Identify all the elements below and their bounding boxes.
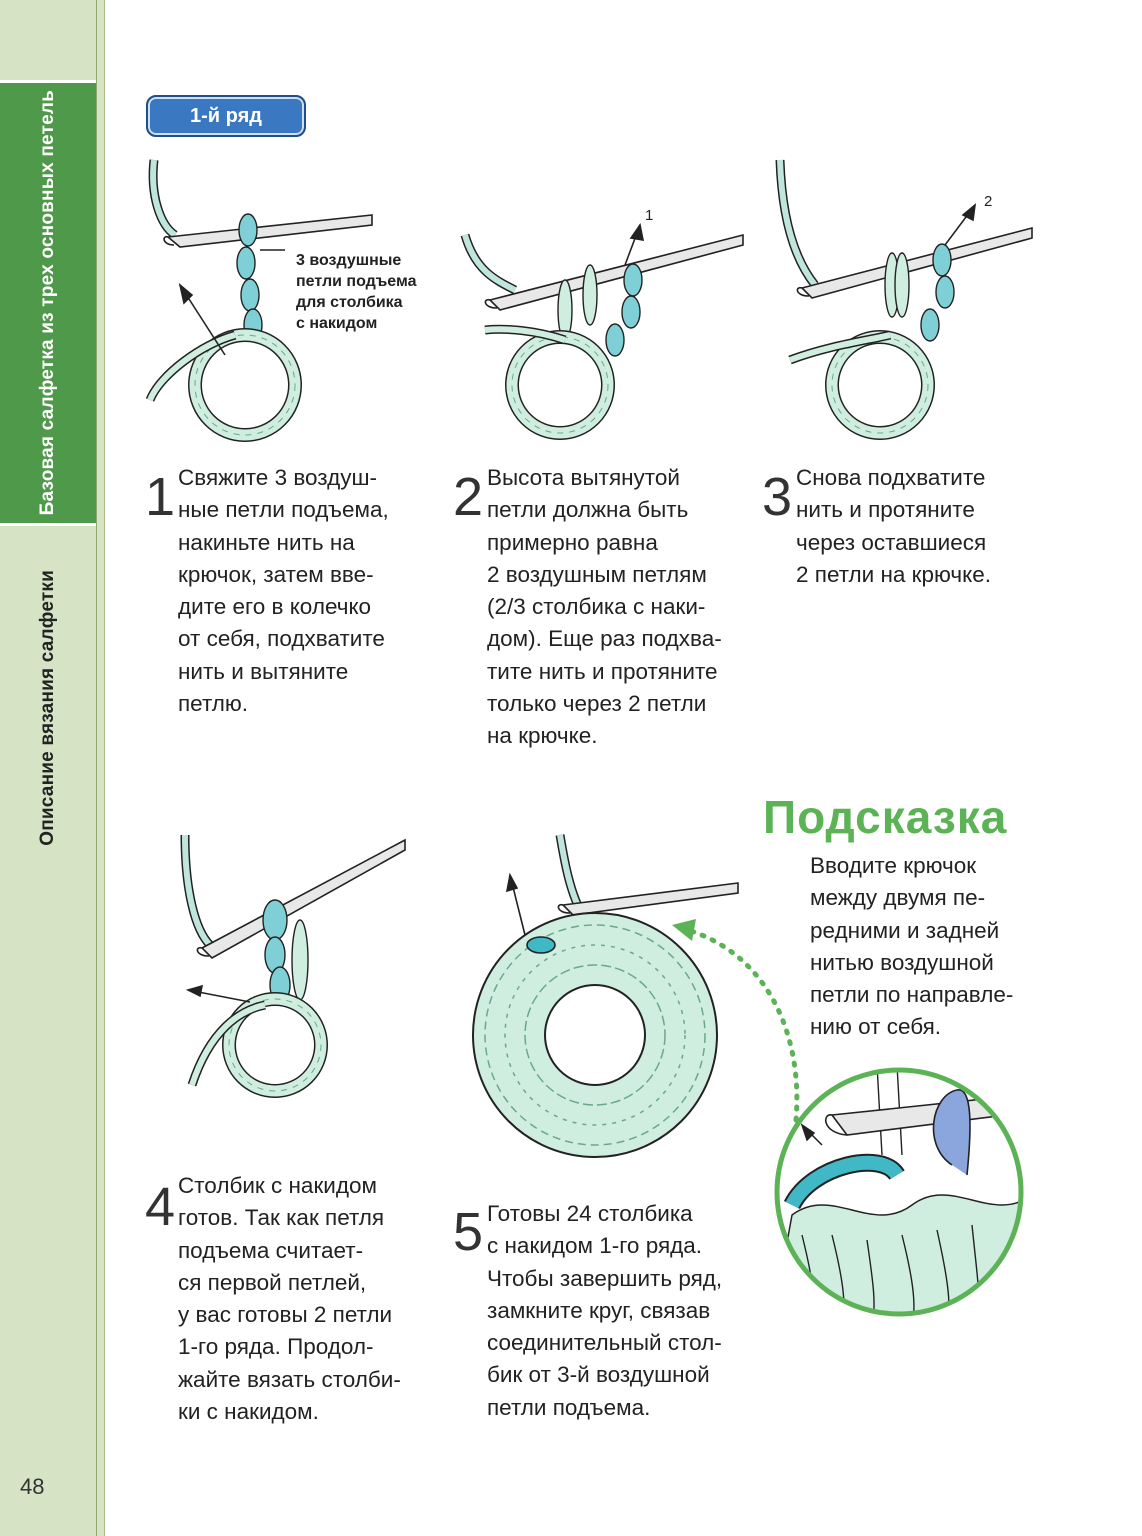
callout-chain-label: 3 воздушные петли подъема для столбика с… — [296, 252, 417, 332]
step-number-1: 1 — [145, 467, 176, 527]
hint-pointer-arrow — [672, 919, 800, 1123]
chapter-tab-active[interactable]: Базовая салфетка из трех основных петель — [0, 80, 96, 526]
illustration-step-5 — [472, 834, 739, 1158]
step-number-4: 4 — [145, 1177, 176, 1237]
step-number-3: 3 — [762, 467, 793, 527]
arrow-label-2: 2 — [984, 193, 993, 210]
chapter-tab-section[interactable]: Описание вязания салфетки — [0, 528, 96, 888]
illustration-step-2 — [460, 222, 744, 440]
margin-rule — [96, 0, 97, 1536]
illustration-step-3 — [775, 159, 1033, 440]
row-badge: 1-й ряд — [146, 95, 306, 137]
step-number-2: 2 — [453, 467, 484, 527]
chapter-tab-active-label: Базовая салфетка из трех основных петель — [37, 90, 58, 516]
hint-detail-circle — [774, 1067, 1024, 1317]
illustration-step-4 — [180, 834, 406, 1098]
page-number: 48 — [20, 1474, 45, 1499]
chapter-tab-section-label: Описание вязания салфетки — [37, 570, 58, 846]
step-text-1: Свяжите 3 воздуш-ные петли подъема,накин… — [178, 465, 389, 717]
illustration-step-1 — [145, 159, 373, 442]
hint-title: Подсказка — [763, 791, 1008, 843]
arrow-label-1: 1 — [645, 207, 654, 224]
step-number-5: 5 — [453, 1202, 484, 1262]
